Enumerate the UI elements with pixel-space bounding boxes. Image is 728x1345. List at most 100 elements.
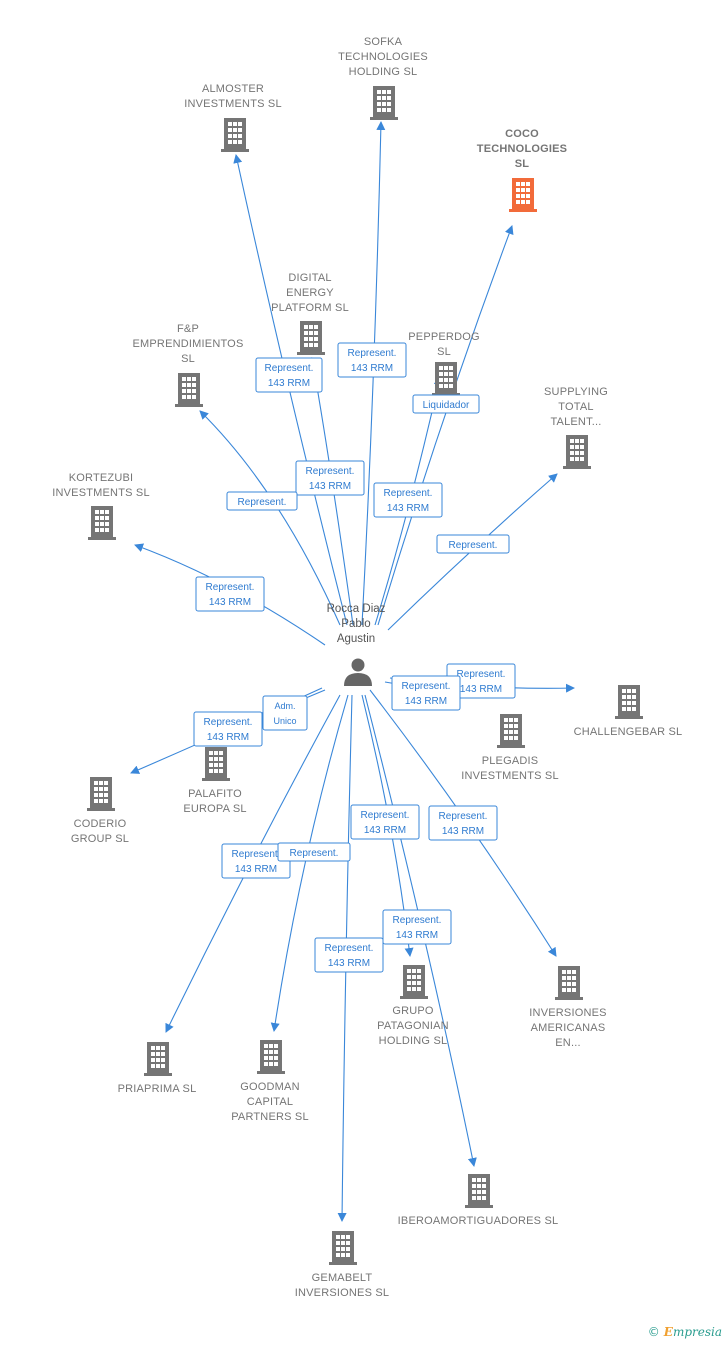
company-name-line: GROUP SL <box>71 833 129 845</box>
relation-label-plegadis[interactable]: Represent.143 RRM <box>391 675 461 711</box>
relation-label-pepperdog[interactable]: Liquidador <box>412 394 480 414</box>
relation-label-line: Represent. <box>204 717 253 728</box>
company-name-line: PATAGONIAN <box>377 1020 449 1032</box>
relation-label-grupo[interactable]: Represent. 143 RRM <box>382 909 452 945</box>
relation-label-inversiones[interactable]: Represent.143 RRM <box>428 805 498 841</box>
company-node-challengebar[interactable]: CHALLENGEBAR SL <box>574 685 683 738</box>
company-node-priaprima[interactable]: PRIAPRIMA SL <box>118 1042 197 1095</box>
company-node-supplying[interactable]: SUPPLYINGTOTALTALENT... <box>544 386 608 469</box>
company-node-grupo[interactable]: GRUPO PATAGONIAN HOLDING SL <box>377 965 449 1047</box>
relation-label-box <box>226 491 298 511</box>
building-icon <box>144 1042 172 1076</box>
company-name-line: HOLDING SL <box>379 1035 448 1047</box>
company-name-line: ALMOSTER <box>202 83 264 95</box>
relation-label-kortezubi[interactable]: Represent.143 RRM <box>195 576 265 612</box>
building-icon <box>615 685 643 719</box>
relation-label-coderio[interactable]: Represent.143 RRM <box>193 711 263 747</box>
relation-label-line: Adm. <box>274 701 295 711</box>
company-name-line: KORTEZUBI <box>69 472 134 484</box>
relation-edge-goodman <box>270 694 349 1032</box>
relation-edge-coco <box>377 225 514 626</box>
company-name-line: EN... <box>555 1037 580 1049</box>
company-name-line: DIGITAL <box>288 272 331 284</box>
company-name-line: SL <box>437 346 451 358</box>
company-name-line: CHALLENGEBAR SL <box>574 726 683 738</box>
company-name-line: INVESTMENTS SL <box>52 487 150 499</box>
company-name-line: GRUPO <box>392 1005 434 1017</box>
relation-label-box <box>350 804 420 840</box>
relation-label-line: Liquidador <box>423 400 470 411</box>
company-node-pepperdog[interactable]: PEPPERDOG SL <box>408 331 480 396</box>
building-icon <box>497 714 525 748</box>
relation-label-line: Represent. <box>449 540 498 551</box>
relation-label-box <box>262 695 308 731</box>
company-name-line: SL <box>515 158 530 170</box>
company-name-line: IBEROAMORTIGUADORES SL <box>398 1215 559 1227</box>
relation-label-line: Represent. <box>238 497 287 508</box>
building-icon <box>175 373 203 407</box>
company-name-line: HOLDING SL <box>349 66 418 78</box>
relation-label-almoster[interactable]: Represent.143 RRM <box>255 357 323 393</box>
building-icon <box>465 1174 493 1208</box>
relation-label-box <box>193 711 263 747</box>
person-icon <box>344 658 372 686</box>
brand-initial: E <box>663 1325 673 1339</box>
relation-label-iberoamortiguadores[interactable]: Represent.143 RRM <box>350 804 420 840</box>
company-name-line: PLATFORM SL <box>271 302 349 314</box>
relation-label-line: Represent. <box>457 669 506 680</box>
person-name-line: Rocca Diaz <box>327 603 386 615</box>
relation-label-box <box>195 576 265 612</box>
relation-label-line: Represent. <box>402 681 451 692</box>
relation-label-line: 143 RRM <box>396 930 438 941</box>
company-name-line: TOTAL <box>558 401 593 413</box>
building-icon <box>370 86 398 120</box>
company-node-kortezubi[interactable]: KORTEZUBI INVESTMENTS SL <box>52 472 150 540</box>
company-node-iberoamortiguadores[interactable]: IBEROAMORTIGUADORES SL <box>398 1174 559 1227</box>
company-name-line: AMERICANAS <box>531 1022 606 1034</box>
relation-label-gemabelt[interactable]: Represent.143 RRM <box>314 937 384 973</box>
relation-label-box <box>255 357 323 393</box>
company-name-line: PRIAPRIMA SL <box>118 1083 197 1095</box>
relation-label-fp[interactable]: Represent. <box>226 491 298 511</box>
company-name-line: PEPPERDOG <box>408 331 480 343</box>
relation-label-palafito[interactable]: Adm.Unico <box>262 695 308 731</box>
company-name-line: TALENT... <box>550 416 601 428</box>
relation-label-line: Represent. <box>348 348 397 359</box>
company-name-line: CAPITAL <box>247 1096 293 1108</box>
company-name-line: INVESTMENTS SL <box>461 770 559 782</box>
relation-label-line: 143 RRM <box>387 503 429 514</box>
relation-label-line: Represent. <box>384 488 433 499</box>
company-name-line: SL <box>181 353 195 365</box>
relation-label-line: 143 RRM <box>351 363 393 374</box>
relation-label-line: Represent. <box>393 915 442 926</box>
company-name-line: PALAFITO <box>188 788 242 800</box>
building-icon <box>509 178 537 212</box>
building-icon <box>563 435 591 469</box>
building-icon <box>555 966 583 1000</box>
relation-label-supplying[interactable]: Represent. <box>436 534 510 554</box>
building-icon <box>297 321 325 355</box>
relation-label-coco[interactable]: Represent. 143 RRM <box>373 482 443 518</box>
relation-label-box <box>314 937 384 973</box>
relation-label-goodman[interactable]: Represent. <box>277 842 351 862</box>
empresia-logo[interactable]: ©Empresia <box>648 1325 722 1339</box>
company-name-line: TECHNOLOGIES <box>338 51 428 63</box>
company-node-inversiones[interactable]: INVERSIONESAMERICANASEN... <box>529 966 606 1049</box>
relation-label-line: 143 RRM <box>328 958 370 969</box>
relation-label-line: Represent. <box>290 848 339 859</box>
relation-label-digital[interactable]: Represent.143 RRM <box>295 460 365 496</box>
relation-label-box <box>373 482 443 518</box>
building-icon <box>329 1231 357 1265</box>
relation-label-sofka[interactable]: Represent. 143 RRM <box>337 342 407 378</box>
